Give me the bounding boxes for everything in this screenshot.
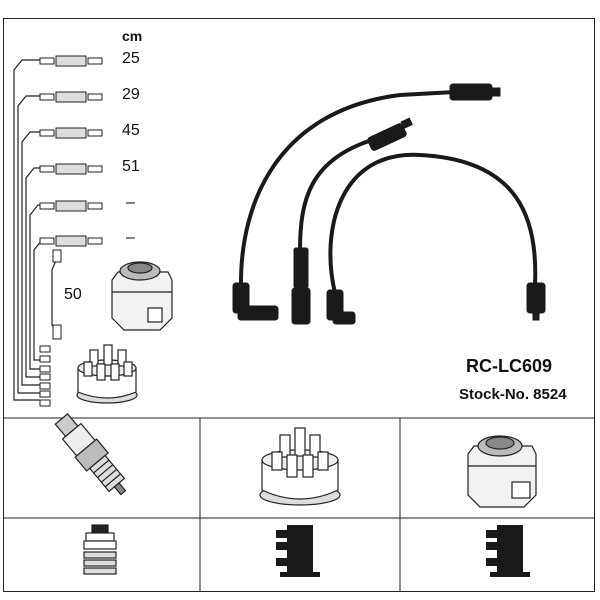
product-code: RC-LC609: [466, 356, 553, 376]
lead-schematic: [13, 59, 59, 401]
connector-angled-icon: [276, 525, 320, 577]
lead-length-extra: 50: [64, 286, 82, 303]
lead-length: 25: [122, 50, 140, 67]
lead-length: –: [126, 194, 135, 211]
ignition-coil-icon: [111, 261, 173, 331]
spark-plug-icon: [54, 413, 127, 496]
connector-angled-icon: [486, 525, 530, 577]
lead-length: 29: [122, 86, 140, 103]
lead-length: 51: [122, 158, 140, 175]
lead-length: 45: [122, 122, 140, 139]
plug-connector-straight-icon: [83, 524, 117, 575]
ignition-coil-large-icon: [467, 435, 537, 508]
lead-length: –: [126, 229, 135, 246]
stock-number: Stock-No. 8524: [459, 386, 567, 403]
unit-label: cm: [122, 28, 143, 44]
lead-connectors: [39, 55, 103, 407]
cable-terminals: [232, 83, 546, 325]
distributor-cap-icon: [76, 344, 138, 404]
ignition-cables: [238, 90, 538, 295]
distributor-cap-large-icon: [259, 427, 341, 506]
diagram-frame: [3, 18, 595, 592]
